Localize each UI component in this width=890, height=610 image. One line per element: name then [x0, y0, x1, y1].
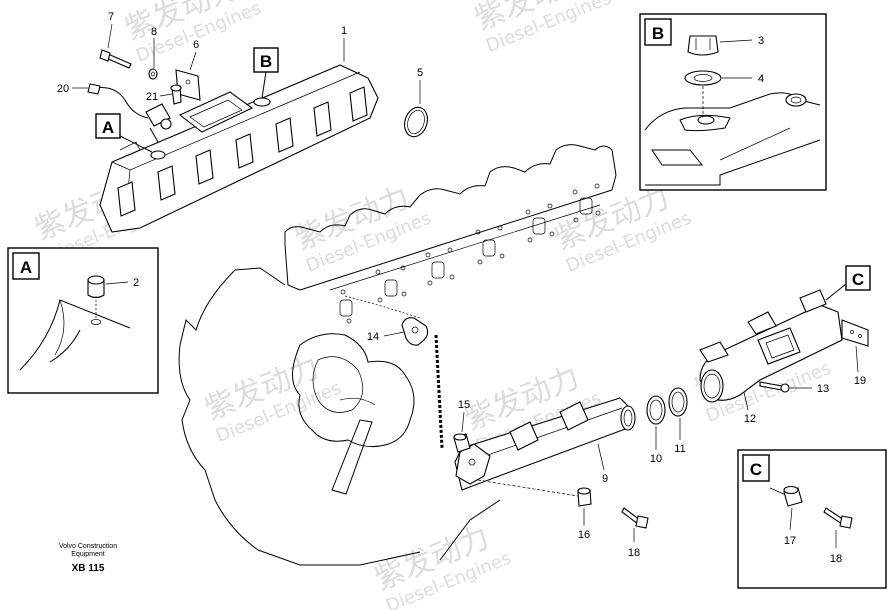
part-number-label: 17 [784, 535, 796, 547]
detail-box-label: B [652, 24, 664, 43]
drawing-code: XB 115 [72, 563, 105, 574]
detail-box-a: A [7, 247, 159, 394]
o-ring-5 [404, 106, 428, 138]
part-number-label: 21 [146, 91, 158, 103]
head-ports [339, 197, 593, 317]
manifold-ports [117, 86, 368, 217]
part-number-label: 15 [458, 399, 470, 411]
callout-label: C [852, 270, 864, 289]
callout-label: B [260, 52, 272, 71]
part-number-label: 14 [367, 331, 379, 343]
part-number-label: 7 [108, 11, 114, 23]
part-number-label: 11 [674, 443, 685, 455]
part-number-label: 4 [758, 73, 764, 85]
detail-box-c: C [737, 449, 887, 589]
part-number-label: 9 [602, 473, 608, 485]
footer-division: Equipment [71, 551, 105, 558]
callout-label: A [102, 118, 114, 137]
callout-c: C [825, 265, 871, 301]
spacer-15 [453, 433, 471, 453]
footer-caption: Volvo Construction Equipment XB 115 [59, 543, 117, 574]
footer-company: Volvo Construction [59, 543, 117, 550]
spacer-16 [577, 487, 592, 507]
engine-block [178, 144, 617, 566]
detail-box-label: C [750, 460, 762, 479]
head-bolt-holes [340, 183, 601, 324]
detail-box-label: A [20, 258, 32, 277]
part-number-label: 10 [650, 453, 662, 465]
intake-manifold [99, 64, 379, 233]
part-number-label: 8 [151, 26, 157, 38]
exhaust-manifold-rear [699, 289, 869, 403]
callout-b: B [253, 47, 279, 99]
bolt-18 [621, 507, 649, 529]
alignment-line [477, 479, 579, 497]
part-number-label: 13 [817, 383, 829, 395]
part-number-label: 3 [758, 35, 764, 47]
part-labels: 1 2 3 4 5 6 7 8 9 10 11 12 13 [57, 11, 866, 565]
part-number-label: 19 [854, 375, 866, 387]
part-number-label: 5 [417, 67, 423, 79]
sealing-rings [646, 387, 688, 425]
part-number-label: 16 [578, 529, 590, 541]
callout-a: A [95, 113, 153, 153]
detail-box-b: B [639, 13, 827, 191]
part-number-label: 1 [341, 25, 347, 37]
part-number-label: 12 [744, 413, 756, 425]
part-number-label: 6 [193, 39, 199, 51]
part-number-label: 18 [628, 547, 640, 559]
sensor-assembly [87, 49, 201, 143]
part-number-label: 2 [133, 277, 139, 289]
exhaust-manifold-front [454, 397, 636, 491]
part-number-label: 18 [830, 553, 842, 565]
bolt-13 [759, 381, 790, 393]
heat-shield-14 [344, 295, 444, 449]
part-number-label: 20 [57, 83, 69, 95]
